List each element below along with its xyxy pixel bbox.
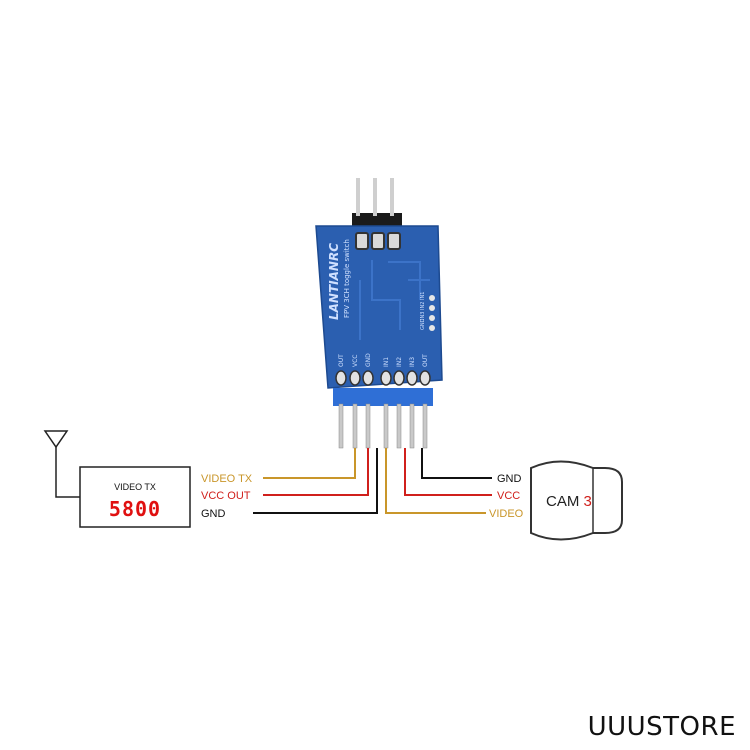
pin-label: IN2 <box>396 357 403 367</box>
solder-joint <box>393 370 405 386</box>
antenna-icon <box>43 430 80 498</box>
camera-label: CAM 3 <box>546 493 592 510</box>
wire-vcc-out <box>263 448 369 496</box>
board-brand: LANTIANRC <box>327 243 341 320</box>
camera-number: 3 <box>584 493 592 510</box>
top-pin-1 <box>356 178 360 216</box>
solder-joint <box>335 370 347 386</box>
wire-vcc <box>404 448 492 496</box>
pad-1 <box>355 232 369 250</box>
pin-label: OUT <box>338 354 345 367</box>
label-gnd-right: GND <box>497 473 522 485</box>
pin-label: IN1 <box>383 357 390 367</box>
label-gnd-left: GND <box>201 508 226 520</box>
wire-gnd-left <box>253 448 378 514</box>
store-brand: UUUSTORE <box>587 712 736 742</box>
top-header <box>352 178 402 229</box>
header-pin <box>383 403 389 449</box>
transmitter-box <box>79 466 191 528</box>
header-pin <box>422 403 428 449</box>
pin-label: GND <box>365 353 372 367</box>
top-pin-2 <box>373 178 377 216</box>
header-pin <box>396 403 402 449</box>
solder-joint <box>419 370 431 386</box>
label-vcc: VCC <box>497 490 520 502</box>
label-video-tx: VIDEO TX <box>201 473 253 485</box>
label-video: VIDEO <box>489 508 524 520</box>
solder-joints <box>335 370 431 386</box>
side-label: GND <box>420 318 426 330</box>
board-pin-labels: OUT VCC GND IN1 IN2 IN3 OUT <box>338 353 429 367</box>
pcb-traces <box>359 260 430 340</box>
transmitter-display: 5800 <box>109 497 161 521</box>
video-transmitter: VIDEO TX 5800 <box>79 466 191 528</box>
transmitter-title: VIDEO TX <box>114 482 156 492</box>
pcb-body <box>315 225 443 389</box>
bottom-header <box>333 370 433 449</box>
header-pin <box>352 403 358 449</box>
camera-icon: CAM 3 <box>530 460 623 541</box>
top-header-base <box>352 213 402 229</box>
test-point <box>429 295 435 301</box>
bottom-pins <box>338 403 428 449</box>
bottom-header-base <box>333 388 433 406</box>
top-pin-3 <box>390 178 394 216</box>
camera-body <box>530 460 623 541</box>
side-label: IN2 <box>420 302 426 310</box>
wire-gnd-right <box>421 448 492 479</box>
pad-2 <box>371 232 385 250</box>
wires <box>253 448 492 514</box>
wire-video <box>385 448 486 514</box>
side-label: IN1 <box>420 292 426 300</box>
pin-label: VCC <box>352 355 359 367</box>
test-point <box>429 305 435 311</box>
label-vcc-out: VCC OUT <box>201 490 251 502</box>
board-subtitle: FPV 3CH toggle switch <box>343 239 351 318</box>
side-label: IN3 <box>420 312 426 320</box>
test-point <box>429 315 435 321</box>
solder-joint <box>406 370 418 386</box>
solder-joint <box>362 370 374 386</box>
pcb-board: LANTIANRC FPV 3CH toggle switch IN1IN2IN… <box>315 225 443 389</box>
header-pin <box>338 403 344 449</box>
header-pin <box>365 403 371 449</box>
wire-video-tx <box>263 448 356 479</box>
header-pin <box>409 403 415 449</box>
test-point <box>429 325 435 331</box>
pad-3 <box>387 232 401 250</box>
solder-joint <box>380 370 392 386</box>
solder-joint <box>349 370 361 386</box>
pin-label: IN3 <box>409 357 416 367</box>
pin-label: OUT <box>422 354 429 367</box>
